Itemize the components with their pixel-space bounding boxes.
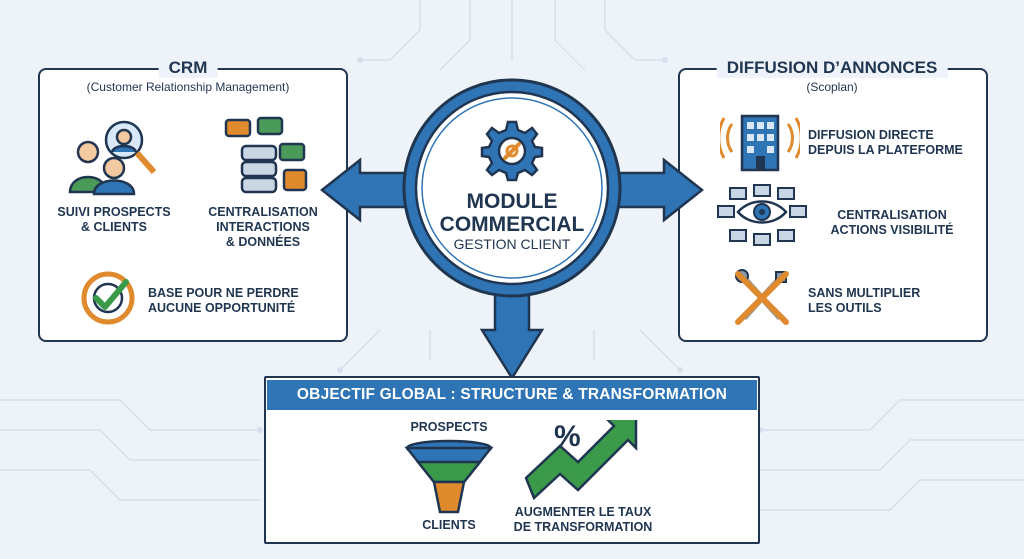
- database-chat-icon: [224, 116, 308, 194]
- user-search-icon: [68, 120, 157, 196]
- target-check-icon: [81, 271, 135, 325]
- funnel-icon: [404, 439, 494, 514]
- diffusion-subtitle: (Scoplan): [806, 80, 858, 94]
- crm-title: CRM: [158, 58, 218, 78]
- module-arrows: [320, 78, 704, 381]
- diffusion-title: DIFFUSION D’ANNONCES: [716, 58, 948, 78]
- gear-icon: [480, 120, 544, 182]
- crm-item-1-label: SUIVI PROSPECTS& CLIENTS: [57, 205, 171, 234]
- growth-arrow-icon: [524, 420, 638, 501]
- broadcast-building-icon: [720, 114, 800, 172]
- eye-network-icon: [717, 184, 807, 246]
- funnel-bottom-label: CLIENTS: [422, 518, 476, 532]
- crm-subtitle: (Customer Relationship Management): [86, 80, 290, 94]
- funnel-top-label: PROSPECTS: [410, 420, 488, 434]
- crossed-tools-icon: [735, 269, 789, 325]
- objective-title: OBJECTIF GLOBAL : STRUCTURE & TRANSFORMA…: [267, 380, 757, 410]
- percent-symbol: %: [554, 420, 581, 453]
- module-subtitle: GESTION CLIENT: [453, 236, 571, 252]
